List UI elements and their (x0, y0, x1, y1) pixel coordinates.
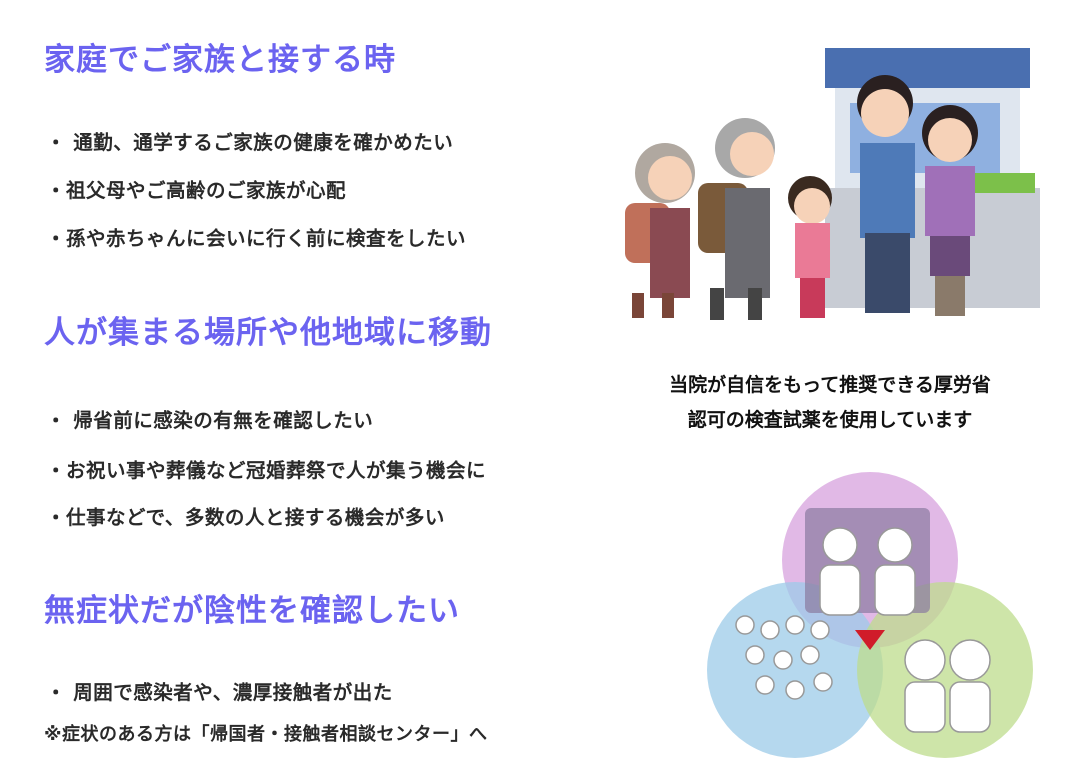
mother-figure (922, 105, 978, 316)
section-heading-asymptomatic: 無症状だが陰性を確認したい (44, 593, 460, 629)
grandfather-figure (698, 118, 775, 320)
family-illustration (625, 48, 1040, 320)
list-item: ・お祝い事や葬儀など冠婚葬祭で人が集う機会に (46, 459, 487, 482)
caption: 当院が自信をもって推奨できる厚労省 認可の検査試薬を使用しています (620, 368, 1040, 438)
section-heading-family: 家庭でご家族と接する時 (44, 42, 396, 78)
caption-line-2: 認可の検査試薬を使用しています (687, 409, 973, 431)
father-figure (857, 75, 915, 313)
grandmother-figure (625, 143, 695, 318)
list-item: ・仕事などで、多数の人と接する機会が多い (46, 506, 445, 529)
section-heading-travel: 人が集まる場所や他地域に移動 (44, 315, 492, 351)
list-item: ・ 周囲で感染者や、濃厚接触者が出た (46, 681, 393, 704)
caption-line-1: 当院が自信をもって推奨できる厚労省 (669, 374, 991, 396)
list-item: ・ 通勤、通学するご家族の健康を確かめたい (46, 131, 454, 154)
venn-center (855, 630, 885, 650)
list-item: ・孫や赤ちゃんに会いに行く前に検査をしたい (46, 227, 467, 250)
note-text: ※症状のある方は「帰国者・接触者相談センター」へ (44, 724, 488, 745)
list-item: ・祖父母やご高齢のご家族が心配 (46, 179, 347, 202)
girl-figure (788, 176, 832, 318)
list-item: ・ 帰省前に感染の有無を確認したい (46, 409, 374, 432)
venn-diagram-illustration (707, 472, 1033, 758)
